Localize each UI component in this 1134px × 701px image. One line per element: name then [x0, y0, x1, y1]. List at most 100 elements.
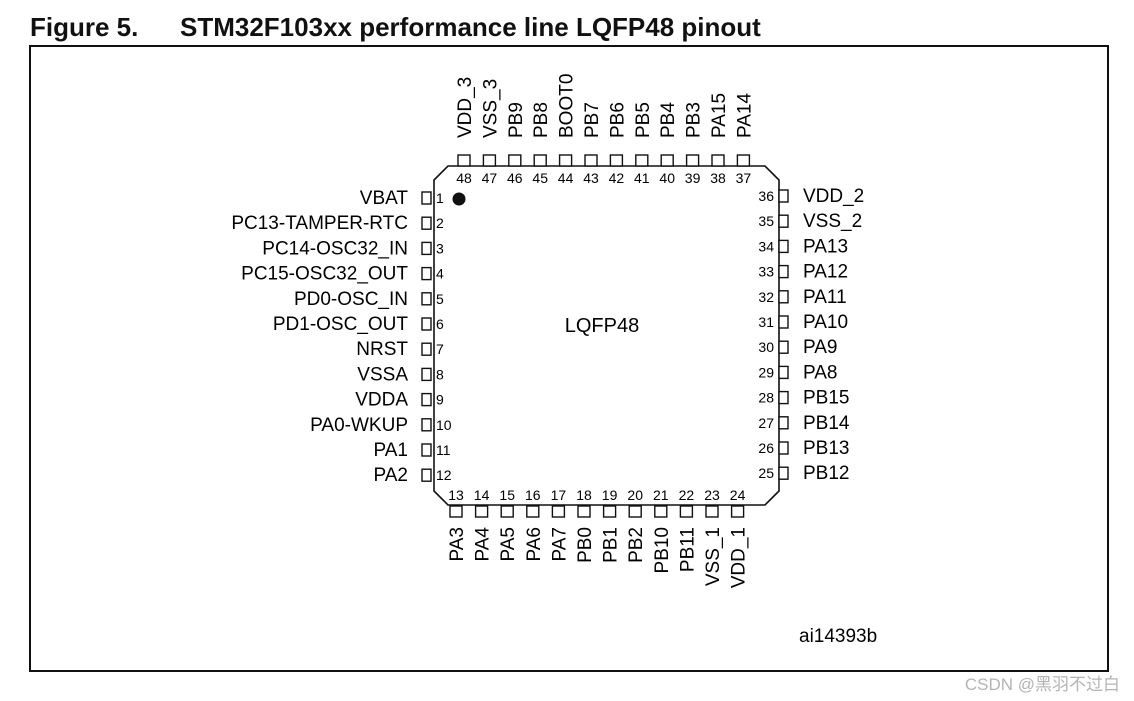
pin-number-24: 24 [730, 487, 746, 503]
pin-name-26: PB13 [803, 438, 849, 459]
figure-frame [29, 45, 1109, 672]
pin-pad-33 [778, 264, 789, 279]
pin-pad-43 [584, 154, 598, 167]
pin-pad-20 [628, 505, 642, 518]
pin-number-28: 28 [758, 390, 774, 406]
pin-number-30: 30 [758, 339, 774, 355]
pin-pad-46 [508, 154, 522, 167]
pin-name-3: PC14-OSC32_IN [262, 238, 408, 259]
pin-number-31: 31 [758, 314, 774, 330]
pin-name-23: VSS_1 [703, 527, 724, 586]
pin-pad-18 [577, 505, 591, 518]
pin-pad-15 [500, 505, 514, 518]
pin-layer: 1VBAT2PC13-TAMPER-RTC3PC14-OSC32_IN4PC15… [231, 74, 864, 589]
pin-number-38: 38 [710, 170, 726, 186]
figure-header: Figure 5. STM32F103xx performance line L… [28, 10, 1118, 44]
pin-number-27: 27 [758, 415, 774, 431]
pin-name-46: PB9 [506, 102, 527, 138]
pin-pad-41 [635, 154, 649, 167]
pin-number-1: 1 [436, 190, 444, 206]
pin-pad-8 [421, 367, 432, 382]
pin-number-45: 45 [532, 170, 548, 186]
pin-pad-11 [421, 443, 432, 457]
pin-number-23: 23 [704, 487, 720, 503]
pin-number-6: 6 [436, 316, 444, 332]
pin-number-11: 11 [436, 442, 451, 458]
pin-pad-38 [711, 154, 725, 167]
pin-pad-17 [551, 505, 566, 518]
pin-number-19: 19 [602, 487, 618, 503]
pin-pad-22 [679, 505, 694, 518]
pin-number-9: 9 [436, 392, 444, 408]
pin-number-4: 4 [436, 266, 444, 282]
pin-pad-40 [660, 154, 674, 167]
pin-number-25: 25 [758, 465, 774, 481]
pin-name-44: BOOT0 [557, 74, 578, 138]
pin-number-18: 18 [576, 487, 592, 503]
pin-name-29: PA8 [803, 362, 838, 383]
pin-number-22: 22 [679, 487, 695, 503]
pin-name-31: PA10 [803, 312, 848, 333]
pin-pad-30 [778, 340, 789, 354]
pin-pad-39 [685, 154, 700, 167]
chip-body [433, 165, 780, 506]
pin-number-16: 16 [525, 487, 541, 503]
pin-name-42: PB6 [607, 102, 628, 138]
pin-number-46: 46 [507, 170, 523, 186]
pin-number-37: 37 [736, 170, 752, 186]
pin-name-12: PA2 [373, 465, 408, 486]
pin-name-2: PC13-TAMPER-RTC [231, 213, 408, 234]
pin-name-41: PB5 [633, 102, 654, 138]
pin-name-22: PB11 [677, 527, 698, 572]
figure-title: STM32F103xx performance line LQFP48 pino… [180, 12, 761, 42]
pin-pad-12 [421, 468, 432, 482]
pin-number-39: 39 [685, 170, 701, 186]
pin-pad-31 [778, 315, 789, 329]
pin-name-9: VDDA [355, 390, 408, 411]
pin-number-41: 41 [634, 170, 650, 186]
pin-pad-21 [654, 505, 668, 518]
pin-number-48: 48 [456, 170, 472, 186]
pin-name-6: PD1-OSC_OUT [273, 314, 409, 335]
pin-pad-10 [421, 418, 432, 432]
pin-pad-27 [778, 416, 789, 430]
pin-number-12: 12 [436, 467, 452, 483]
pin-name-36: VDD_2 [803, 186, 864, 207]
pin-number-17: 17 [551, 487, 567, 503]
pin-name-40: PB4 [658, 102, 679, 138]
pin-number-35: 35 [758, 213, 774, 229]
pin-name-1: VBAT [360, 188, 409, 209]
pin-pad-14 [474, 505, 489, 518]
pin-name-48: VDD_3 [455, 77, 476, 138]
pin-number-14: 14 [474, 487, 490, 503]
pin-pad-28 [778, 390, 789, 405]
pin-name-30: PA9 [803, 337, 838, 358]
pin-name-21: PB10 [652, 527, 673, 573]
watermark: CSDN @黑羽不过白 [964, 675, 1120, 694]
pin-pad-45 [533, 154, 547, 167]
pin-pad-9 [421, 392, 432, 407]
pin-number-10: 10 [436, 417, 452, 433]
pin-pad-32 [778, 290, 789, 304]
pin-name-14: PA4 [473, 527, 494, 562]
pin-name-17: PA7 [549, 527, 570, 562]
pin-pad-36 [778, 189, 789, 203]
pin-name-13: PA3 [447, 527, 468, 562]
pin-name-11: PA1 [373, 440, 408, 461]
pin-number-5: 5 [436, 291, 444, 307]
pin-name-32: PA11 [803, 287, 847, 308]
pin-pad-23 [705, 505, 719, 518]
pin-name-47: VSS_3 [480, 79, 501, 138]
pin-number-40: 40 [659, 170, 675, 186]
pin-pad-47 [482, 154, 497, 167]
pin-pad-26 [778, 441, 789, 455]
pin-name-33: PA12 [803, 262, 848, 283]
pin-pad-37 [736, 154, 751, 167]
pin-name-39: PB3 [684, 102, 705, 138]
pin-number-43: 43 [583, 170, 599, 186]
pin-pad-4 [421, 266, 432, 281]
pin-number-42: 42 [609, 170, 625, 186]
pin-name-16: PA6 [524, 527, 545, 562]
package-label: LQFP48 [565, 315, 639, 337]
